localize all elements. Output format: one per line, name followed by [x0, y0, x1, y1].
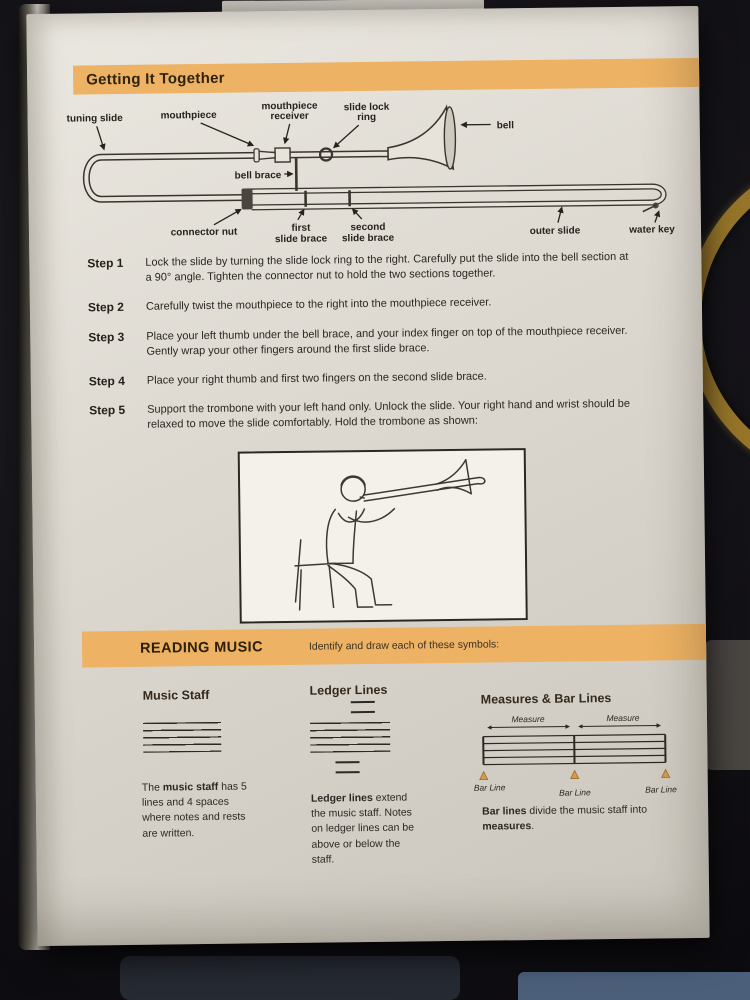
book-page: Getting It Together tuning slide mouthp	[26, 5, 710, 947]
mouthpiece-receiver-part	[274, 147, 291, 163]
label-slide-lock-ring-line1: slide lock	[344, 102, 390, 114]
player-head	[340, 476, 366, 502]
measures-text: Bar lines divide the music staff into me…	[482, 803, 648, 833]
bar-lines	[482, 734, 667, 765]
step-text: Carefully twist the mouthpiece to the ri…	[145, 296, 492, 314]
bar-line-marker	[661, 768, 671, 778]
illustration-trombone	[363, 476, 479, 496]
background-fabric-blue	[518, 972, 750, 1000]
bar-line-label-1: Bar Line	[474, 782, 506, 792]
step-text: Place your right thumb and first two fin…	[146, 370, 487, 387]
step-text: Place your left thumb under the bell bra…	[146, 324, 628, 358]
bell-shape	[387, 104, 455, 171]
label-bell-brace: bell brace	[235, 170, 282, 182]
label-outer-slide: outer slide	[530, 225, 581, 237]
bar-line-label-3: Bar Line	[645, 784, 677, 794]
step-label: Step 1	[87, 255, 124, 271]
step-row: Step 2 Carefully twist the mouthpiece to…	[88, 294, 636, 316]
label-bell: bell	[497, 120, 515, 131]
ledger-line	[335, 771, 360, 774]
step-row: Step 5 Support the trombone with your le…	[89, 397, 637, 434]
label-mouthpiece: mouthpiece	[161, 110, 218, 122]
measures-heading: Measures & Bar Lines	[480, 691, 612, 707]
music-staff-lines	[142, 721, 222, 753]
step-label: Step 3	[88, 329, 125, 344]
label-water-key: water key	[628, 224, 675, 236]
ledger-line	[335, 761, 360, 764]
ledger-line	[350, 710, 375, 713]
music-staff-text: The music staff has 5 lines and 4 spaces…	[141, 780, 247, 840]
bell-rim	[443, 106, 457, 170]
connector-nut-part	[241, 188, 253, 210]
step-text: Support the trombone with your left hand…	[147, 397, 631, 431]
label-mouthpiece-receiver-line1: mouthpiece	[261, 101, 318, 113]
player-illustration	[294, 459, 486, 611]
bar-line-marker	[479, 770, 489, 781]
measure-label-2: Measure	[606, 713, 639, 723]
bar-line-label-2: Bar Line	[559, 787, 591, 797]
label-second-slide-brace-line2: slide brace	[342, 233, 395, 245]
ledger-line	[350, 700, 375, 703]
label-tuning-slide: tuning slide	[67, 113, 124, 125]
chair-back	[294, 539, 302, 603]
step-label: Step 2	[87, 300, 125, 315]
section-title: Getting It Together	[86, 69, 225, 89]
trombone-diagram: tuning slide mouthpiece mouthpiece recei…	[67, 101, 676, 246]
reading-music-subtitle: Identify and draw each of these symbols:	[308, 638, 500, 653]
posture-figure-box	[237, 448, 528, 624]
background-object	[704, 640, 750, 770]
ledger-lines-text: Ledger lines extend the music staff. Not…	[310, 791, 415, 866]
step-label: Step 4	[88, 373, 125, 389]
music-staff-heading: Music Staff	[142, 687, 210, 703]
reading-music-band: READING MUSIC Identify and draw each of …	[81, 623, 707, 668]
label-first-slide-brace-line1: first	[291, 223, 311, 234]
step-text: Lock the slide by turning the slide lock…	[145, 250, 629, 284]
background-fabric	[120, 956, 460, 1000]
section-header-bar: Getting It Together	[72, 57, 700, 95]
ledger-lines-heading: Ledger Lines	[309, 682, 388, 698]
bar-line-marker	[570, 769, 580, 779]
steps-list: Step 1 Lock the slide by turning the sli…	[87, 250, 637, 448]
label-slide-lock-ring-line2: ring	[357, 112, 376, 123]
step-label: Step 5	[89, 402, 126, 418]
mouthpiece-part	[258, 150, 276, 161]
ledger-staff-lines	[310, 721, 391, 753]
step-row: Step 4 Place your right thumb and first …	[89, 368, 637, 390]
measures-diagram: Measure Measure Bar Line Bar Line Bar Li…	[474, 713, 677, 798]
measure-label-1: Measure	[511, 714, 544, 724]
reading-music-title: READING MUSIC	[139, 639, 264, 657]
label-mouthpiece-receiver-line2: receiver	[270, 111, 309, 122]
player-body	[325, 508, 337, 565]
step-row: Step 3 Place your left thumb under the b…	[88, 323, 636, 360]
slide-lock-ring-part	[318, 147, 334, 162]
label-second-slide-brace-line1: second	[350, 222, 385, 233]
step-row: Step 1 Lock the slide by turning the sli…	[87, 250, 635, 287]
label-first-slide-brace-line2: slide brace	[275, 233, 328, 245]
label-connector-nut: connector nut	[171, 227, 238, 239]
